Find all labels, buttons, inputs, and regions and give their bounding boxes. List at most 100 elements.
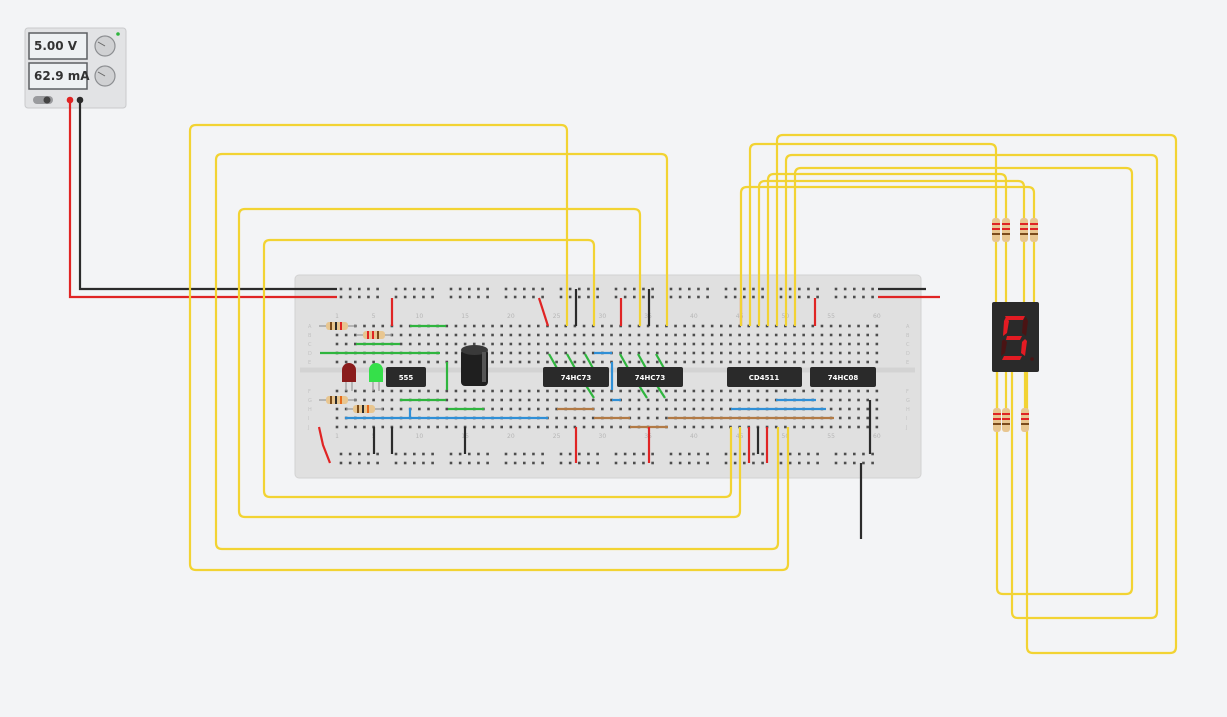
breadboard-hole[interactable] <box>756 398 760 402</box>
breadboard-hole[interactable] <box>413 287 416 291</box>
breadboard-hole[interactable] <box>637 351 641 355</box>
breadboard-hole[interactable] <box>610 425 613 429</box>
breadboard-hole[interactable] <box>582 425 586 429</box>
breadboard-hole[interactable] <box>688 287 691 291</box>
breadboard-hole[interactable] <box>688 452 691 456</box>
breadboard-hole[interactable] <box>546 360 549 364</box>
breadboard-hole[interactable] <box>628 398 632 402</box>
breadboard-hole[interactable] <box>665 407 668 411</box>
breadboard-hole[interactable] <box>394 295 398 299</box>
breadboard-hole[interactable] <box>784 351 787 355</box>
breadboard-hole[interactable] <box>527 407 531 411</box>
breadboard-hole[interactable] <box>761 295 764 299</box>
breadboard-hole[interactable] <box>532 461 535 465</box>
breadboard-hole[interactable] <box>427 342 430 346</box>
breadboard-hole[interactable] <box>701 360 705 364</box>
breadboard-hole[interactable] <box>468 295 471 299</box>
breadboard-hole[interactable] <box>339 461 343 465</box>
breadboard-hole[interactable] <box>875 398 879 402</box>
breadboard-hole[interactable] <box>807 461 810 465</box>
resistor[interactable] <box>319 396 356 404</box>
breadboard-hole[interactable] <box>587 295 590 299</box>
breadboard-hole[interactable] <box>619 389 622 393</box>
breadboard-hole[interactable] <box>527 324 531 328</box>
breadboard-hole[interactable] <box>591 425 595 429</box>
breadboard-hole[interactable] <box>610 389 613 393</box>
breadboard-hole[interactable] <box>637 389 641 393</box>
breadboard-hole[interactable] <box>802 333 805 337</box>
breadboard-hole[interactable] <box>523 452 526 456</box>
breadboard-hole[interactable] <box>756 333 760 337</box>
breadboard-hole[interactable] <box>358 452 361 456</box>
breadboard-hole[interactable] <box>527 360 531 364</box>
breadboard-hole[interactable] <box>871 295 874 299</box>
breadboard-hole[interactable] <box>348 461 352 465</box>
breadboard-hole[interactable] <box>669 295 673 299</box>
breadboard-hole[interactable] <box>784 333 787 337</box>
breadboard-hole[interactable] <box>720 398 723 402</box>
breadboard-hole[interactable] <box>564 324 568 328</box>
breadboard-hole[interactable] <box>843 287 847 291</box>
yellow-wire[interactable] <box>757 179 1026 326</box>
breadboard-hole[interactable] <box>807 295 810 299</box>
breadboard-hole[interactable] <box>468 452 471 456</box>
breadboard-hole[interactable] <box>518 360 522 364</box>
breadboard-hole[interactable] <box>454 333 458 337</box>
breadboard-hole[interactable] <box>354 360 357 364</box>
chip-cd4511[interactable]: CD4511 <box>727 367 802 387</box>
breadboard-hole[interactable] <box>651 287 654 291</box>
breadboard-hole[interactable] <box>674 333 677 337</box>
breadboard-hole[interactable] <box>408 333 412 337</box>
breadboard-hole[interactable] <box>537 360 540 364</box>
breadboard-hole[interactable] <box>367 461 370 465</box>
breadboard-hole[interactable] <box>633 287 636 291</box>
breadboard-hole[interactable] <box>573 389 577 393</box>
breadboard-hole[interactable] <box>848 389 851 393</box>
breadboard-hole[interactable] <box>683 333 686 337</box>
breadboard-hole[interactable] <box>697 295 700 299</box>
breadboard-hole[interactable] <box>784 360 787 364</box>
breadboard-hole[interactable] <box>537 351 540 355</box>
breadboard-hole[interactable] <box>857 324 860 328</box>
breadboard-hole[interactable] <box>537 398 540 402</box>
breadboard-hole[interactable] <box>568 295 572 299</box>
breadboard-hole[interactable] <box>720 425 723 429</box>
breadboard-hole[interactable] <box>646 342 650 346</box>
breadboard-hole[interactable] <box>875 416 879 420</box>
breadboard-hole[interactable] <box>655 389 659 393</box>
breadboard-hole[interactable] <box>468 287 471 291</box>
breadboard-hole[interactable] <box>591 351 595 355</box>
yellow-wire[interactable] <box>237 207 742 519</box>
breadboard-hole[interactable] <box>774 333 778 337</box>
breadboard-hole[interactable] <box>399 389 403 393</box>
breadboard-hole[interactable] <box>335 407 339 411</box>
breadboard-hole[interactable] <box>788 287 792 291</box>
breadboard-hole[interactable] <box>518 407 522 411</box>
breadboard-hole[interactable] <box>482 398 485 402</box>
breadboard-hole[interactable] <box>582 324 586 328</box>
breadboard-hole[interactable] <box>637 407 641 411</box>
breadboard-hole[interactable] <box>518 324 522 328</box>
breadboard-hole[interactable] <box>665 360 668 364</box>
breadboard-hole[interactable] <box>509 407 513 411</box>
positive-lead[interactable] <box>68 100 337 299</box>
breadboard-hole[interactable] <box>390 389 394 393</box>
breadboard-hole[interactable] <box>779 287 783 291</box>
breadboard-hole[interactable] <box>335 342 339 346</box>
breadboard-hole[interactable] <box>816 452 819 456</box>
breadboard-hole[interactable] <box>756 351 760 355</box>
breadboard-hole[interactable] <box>743 461 746 465</box>
breadboard-hole[interactable] <box>848 360 851 364</box>
breadboard-hole[interactable] <box>399 425 403 429</box>
breadboard-hole[interactable] <box>596 452 599 456</box>
breadboard-hole[interactable] <box>445 351 449 355</box>
breadboard-hole[interactable] <box>669 452 673 456</box>
breadboard-hole[interactable] <box>743 295 746 299</box>
breadboard-hole[interactable] <box>591 333 595 337</box>
breadboard-hole[interactable] <box>390 398 394 402</box>
breadboard-hole[interactable] <box>738 333 741 337</box>
green-led[interactable] <box>369 363 383 391</box>
breadboard-hole[interactable] <box>866 351 869 355</box>
breadboard-hole[interactable] <box>793 351 796 355</box>
